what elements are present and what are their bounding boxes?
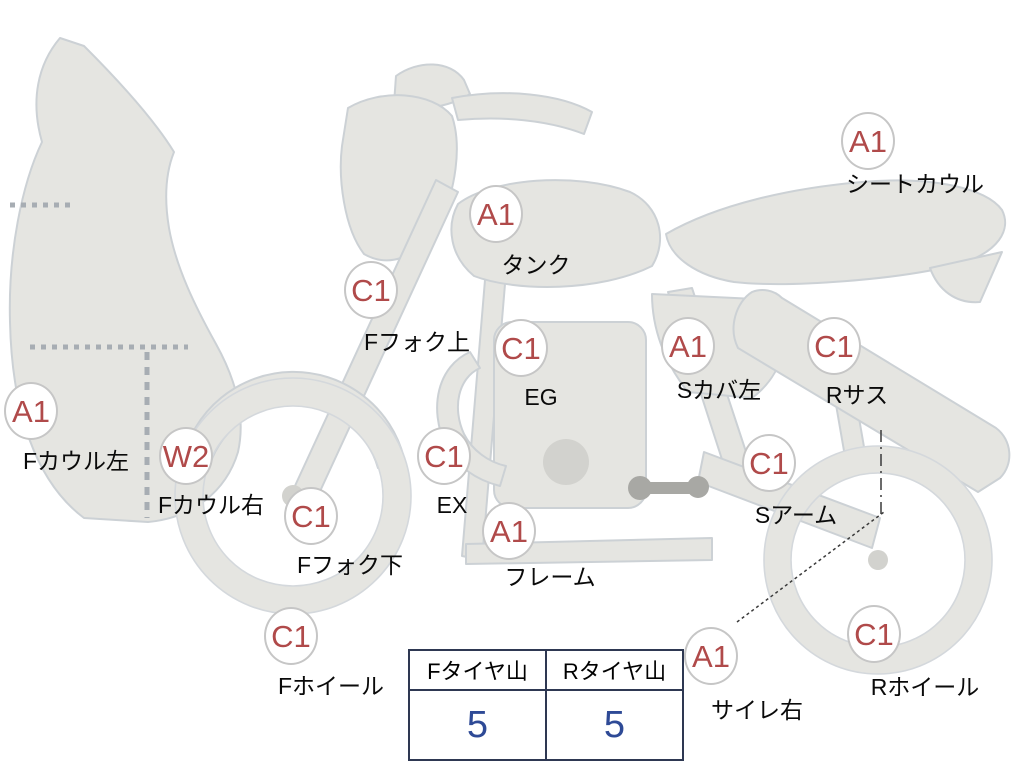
condition-code-badge: A1 [661, 317, 715, 375]
condition-code-badge: C1 [344, 261, 398, 319]
condition-code-badge: C1 [417, 427, 471, 485]
condition-code-badge: C1 [494, 319, 548, 377]
part-label: Fフォク上 [363, 329, 471, 355]
condition-code: C1 [749, 445, 789, 481]
cowl-fold-lines [10, 202, 188, 518]
condition-code: A1 [490, 513, 528, 549]
part-label: Fホイール [277, 673, 385, 699]
condition-code-badge: A1 [482, 502, 536, 560]
part-label: Fカウル左 [22, 448, 130, 474]
condition-code: C1 [271, 618, 311, 654]
condition-code-badge: C1 [742, 434, 796, 492]
condition-code: A1 [12, 393, 50, 429]
part-label: Sカバ左 [676, 377, 762, 403]
part-label: Fフォク下 [296, 552, 404, 578]
rear-tire-tread-value: 5 [545, 689, 684, 761]
condition-code-badge: A1 [4, 382, 58, 440]
part-label: Rサス [825, 382, 889, 408]
condition-code: C1 [291, 498, 331, 534]
headstock-shape [339, 94, 458, 262]
part-label: EG [524, 384, 558, 410]
part-label: タンク [501, 252, 571, 278]
condition-code: C1 [501, 330, 541, 366]
part-label: Fカウル右 [157, 492, 265, 518]
condition-code: A1 [849, 123, 887, 159]
condition-code-badge: A1 [841, 112, 895, 170]
condition-code: A1 [669, 328, 707, 364]
condition-code-badge: C1 [847, 605, 901, 663]
tire-tread-table: Fタイヤ山 Rタイヤ山 5 5 [408, 649, 684, 761]
condition-code-badge: W2 [159, 427, 213, 485]
seat-cowl-shape [665, 179, 1007, 285]
part-label: Sアーム [754, 502, 838, 528]
part-label: EX [436, 492, 468, 518]
condition-code: A1 [477, 196, 515, 232]
footpeg-shape [628, 476, 709, 500]
front-wheel-shape [175, 378, 411, 614]
condition-code: C1 [814, 328, 854, 364]
condition-code: C1 [351, 272, 391, 308]
part-label: サイレ右 [711, 697, 803, 723]
condition-code: C1 [854, 616, 894, 652]
condition-code: C1 [424, 438, 464, 474]
front-tire-tread-header: Fタイヤ山 [408, 649, 547, 691]
condition-code-badge: A1 [469, 185, 523, 243]
condition-code: W2 [162, 438, 210, 474]
part-label: Rホイール [870, 674, 980, 700]
part-label: フレーム [504, 564, 596, 590]
rear-tire-tread-header: Rタイヤ山 [545, 649, 684, 691]
condition-code-badge: A1 [684, 627, 738, 685]
silencer-pointer-line [736, 511, 885, 623]
condition-code-badge: C1 [264, 607, 318, 665]
condition-code-badge: C1 [807, 317, 861, 375]
front-cowl-shape [8, 37, 242, 523]
condition-code-badge: C1 [284, 487, 338, 545]
part-label: シートカウル [846, 171, 984, 197]
front-tire-tread-value: 5 [408, 689, 547, 761]
condition-code: A1 [692, 638, 730, 674]
